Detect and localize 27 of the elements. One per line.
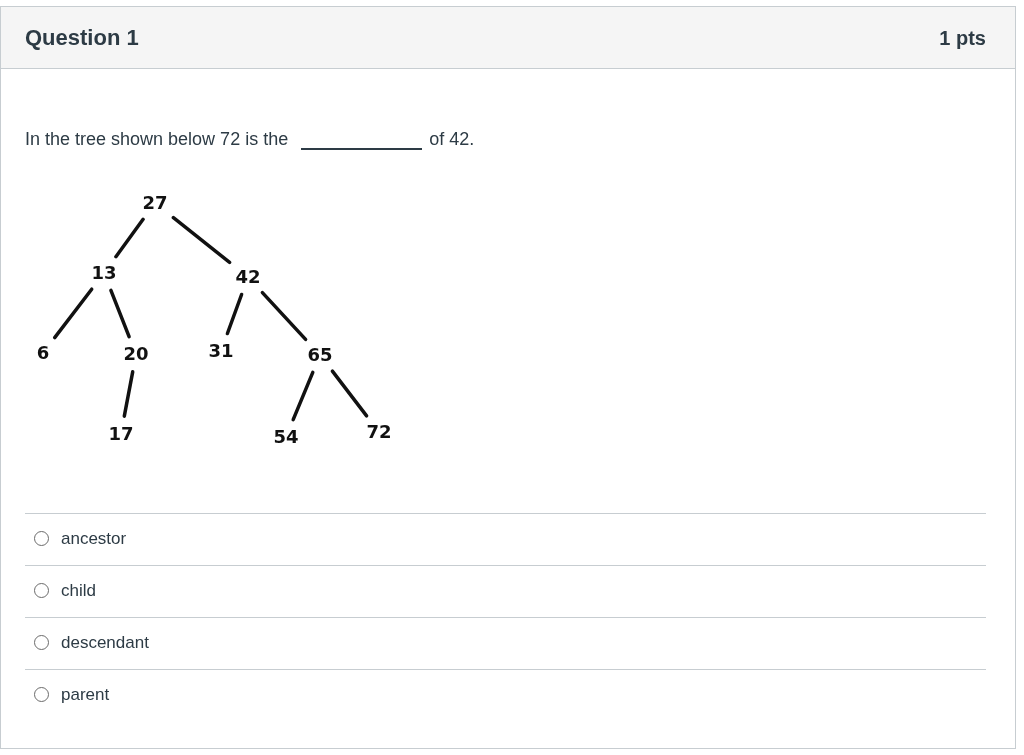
answer-option: parent <box>61 686 110 703</box>
node-label: 54 <box>273 428 299 446</box>
node-label: 72 <box>366 423 392 441</box>
tree-edge <box>109 288 131 339</box>
node-label: 17 <box>108 425 134 443</box>
question-text: of 42. <box>429 130 475 148</box>
answer-option: ancestor <box>61 530 127 547</box>
tree-edge <box>171 215 232 265</box>
tree-edge <box>52 287 94 340</box>
node-label: 31 <box>208 342 234 360</box>
node-label: 65 <box>307 346 333 364</box>
question-title: Question 1 <box>25 26 139 49</box>
answer-option: child <box>61 582 96 599</box>
tree-edge <box>114 217 145 259</box>
tree-edge <box>225 292 244 336</box>
node-label: 27 <box>142 194 168 212</box>
tree-edge <box>122 370 135 418</box>
tree-edge <box>260 290 308 342</box>
node-label: 13 <box>91 264 117 282</box>
node-label: 42 <box>235 268 261 286</box>
tree-edge <box>330 369 369 418</box>
points-label: 1 pts <box>939 27 986 48</box>
answer-option: descendant <box>61 634 149 651</box>
node-label: 6 <box>36 344 50 362</box>
tree-edge <box>291 370 315 422</box>
node-label: 20 <box>123 345 149 363</box>
question-text: In the tree shown below 72 is the <box>25 130 289 148</box>
